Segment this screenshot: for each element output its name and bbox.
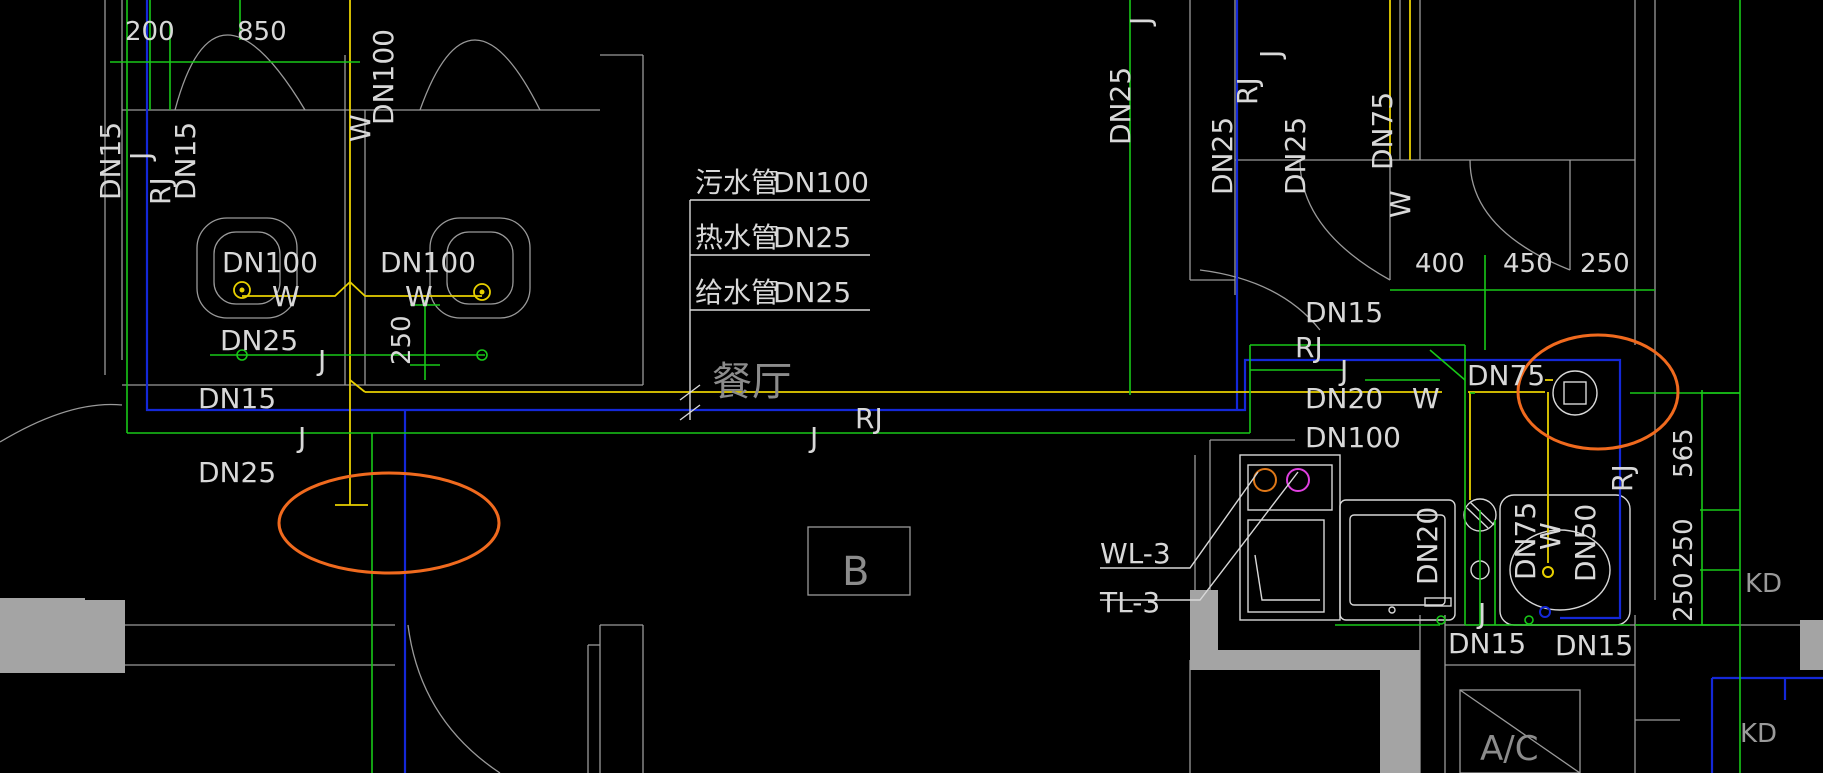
pipe-code-label: KD <box>1745 569 1782 599</box>
riser-label-tl: TL-3 <box>1099 586 1160 619</box>
size-label: DN15 <box>1448 627 1526 660</box>
dim-label: 400 <box>1415 249 1465 279</box>
door-swings <box>174 34 1571 281</box>
pipe-code-label: RJ <box>1295 331 1323 364</box>
legend-row-1-size: DN100 <box>773 166 869 199</box>
squat-toilet-right <box>429 217 531 319</box>
highlight-ellipse-left <box>277 471 501 575</box>
dim-label: 250 <box>387 315 417 365</box>
legend-row-3-size: DN25 <box>773 276 851 309</box>
leaders <box>679 199 1299 601</box>
size-label: DN100 <box>367 29 400 125</box>
pipe-code-label: RJ <box>1606 464 1639 492</box>
size-label: DN15 <box>169 122 202 200</box>
dim-label: 850 <box>237 17 287 47</box>
dim-label: 565 <box>1669 428 1699 478</box>
pipe-code-label: J <box>124 152 157 162</box>
grid-label: B <box>842 549 869 595</box>
size-label: DN75 <box>1509 502 1542 580</box>
size-label: DN25 <box>1279 117 1312 195</box>
size-label: DN75 <box>1467 359 1545 392</box>
size-label: DN25 <box>1104 67 1137 145</box>
pipe-code-label: J <box>1254 50 1287 60</box>
squat-toilet-left <box>196 217 298 319</box>
pipe-code-label: J <box>808 421 818 454</box>
size-label: DN15 <box>198 382 276 415</box>
pipe-code-label: W <box>1412 382 1440 415</box>
ac-label: A/C <box>1480 729 1538 769</box>
size-label: DN100 <box>380 246 476 279</box>
dim-label: 200 <box>125 17 175 47</box>
legend-row-2-name: 热水管 <box>695 221 779 254</box>
size-label: DN100 <box>222 246 318 279</box>
pipe-code-label: KD <box>1740 719 1777 749</box>
pipe-code-label: W <box>405 280 433 313</box>
pipe-code-label: RJ <box>144 177 177 205</box>
pipe-code-label: RJ <box>855 402 883 435</box>
room-label: 餐厅 <box>712 359 792 405</box>
size-label: DN25 <box>1206 117 1239 195</box>
size-label: DN25 <box>198 456 276 489</box>
pipe-code-label: W <box>1534 522 1567 550</box>
pipe-code-label: RJ <box>1231 77 1264 105</box>
size-label: DN20 <box>1411 507 1444 585</box>
hot-water-pipes <box>145 0 1823 773</box>
dim-label: 250 <box>1669 518 1699 568</box>
highlight-ellipse-right <box>1516 333 1680 451</box>
pipe-code-label: W <box>344 114 377 142</box>
riser-label-wl: WL-3 <box>1100 537 1171 570</box>
labels: 污水管 DN100 热水管 DN25 给水管 DN25 餐厅 B WL-3 TL… <box>94 17 1782 769</box>
kitchen-appliance <box>1339 499 1456 621</box>
supply-pipes <box>110 0 1741 773</box>
size-label: DN20 <box>1305 382 1383 415</box>
legend-row-3-name: 给水管 <box>695 276 779 309</box>
washer-cabinet <box>1239 454 1341 621</box>
legend-row-2-size: DN25 <box>773 221 851 254</box>
pipe-code-label: J <box>1124 17 1157 27</box>
size-label: DN15 <box>94 122 127 200</box>
drain-pipes <box>242 0 1553 563</box>
dim-label: 450 <box>1503 249 1553 279</box>
legend-row-1-name: 污水管 <box>695 166 779 199</box>
size-label: DN15 <box>1555 629 1633 662</box>
pipe-code-label: J <box>1338 354 1348 387</box>
dim-label: 250 <box>1669 572 1699 622</box>
size-label: DN25 <box>220 324 298 357</box>
size-label: DN50 <box>1569 504 1602 582</box>
pipe-code-label: J <box>296 421 306 454</box>
size-label: DN75 <box>1366 92 1399 170</box>
pipe-code-label: J <box>316 344 326 377</box>
pipe-code-label: W <box>272 280 300 313</box>
pipe-code-label: W <box>1384 190 1417 218</box>
size-label: DN100 <box>1305 421 1401 454</box>
pipe-code-label: J <box>1476 597 1486 630</box>
size-label: DN15 <box>1305 296 1383 329</box>
dim-label: 250 <box>1580 249 1630 279</box>
